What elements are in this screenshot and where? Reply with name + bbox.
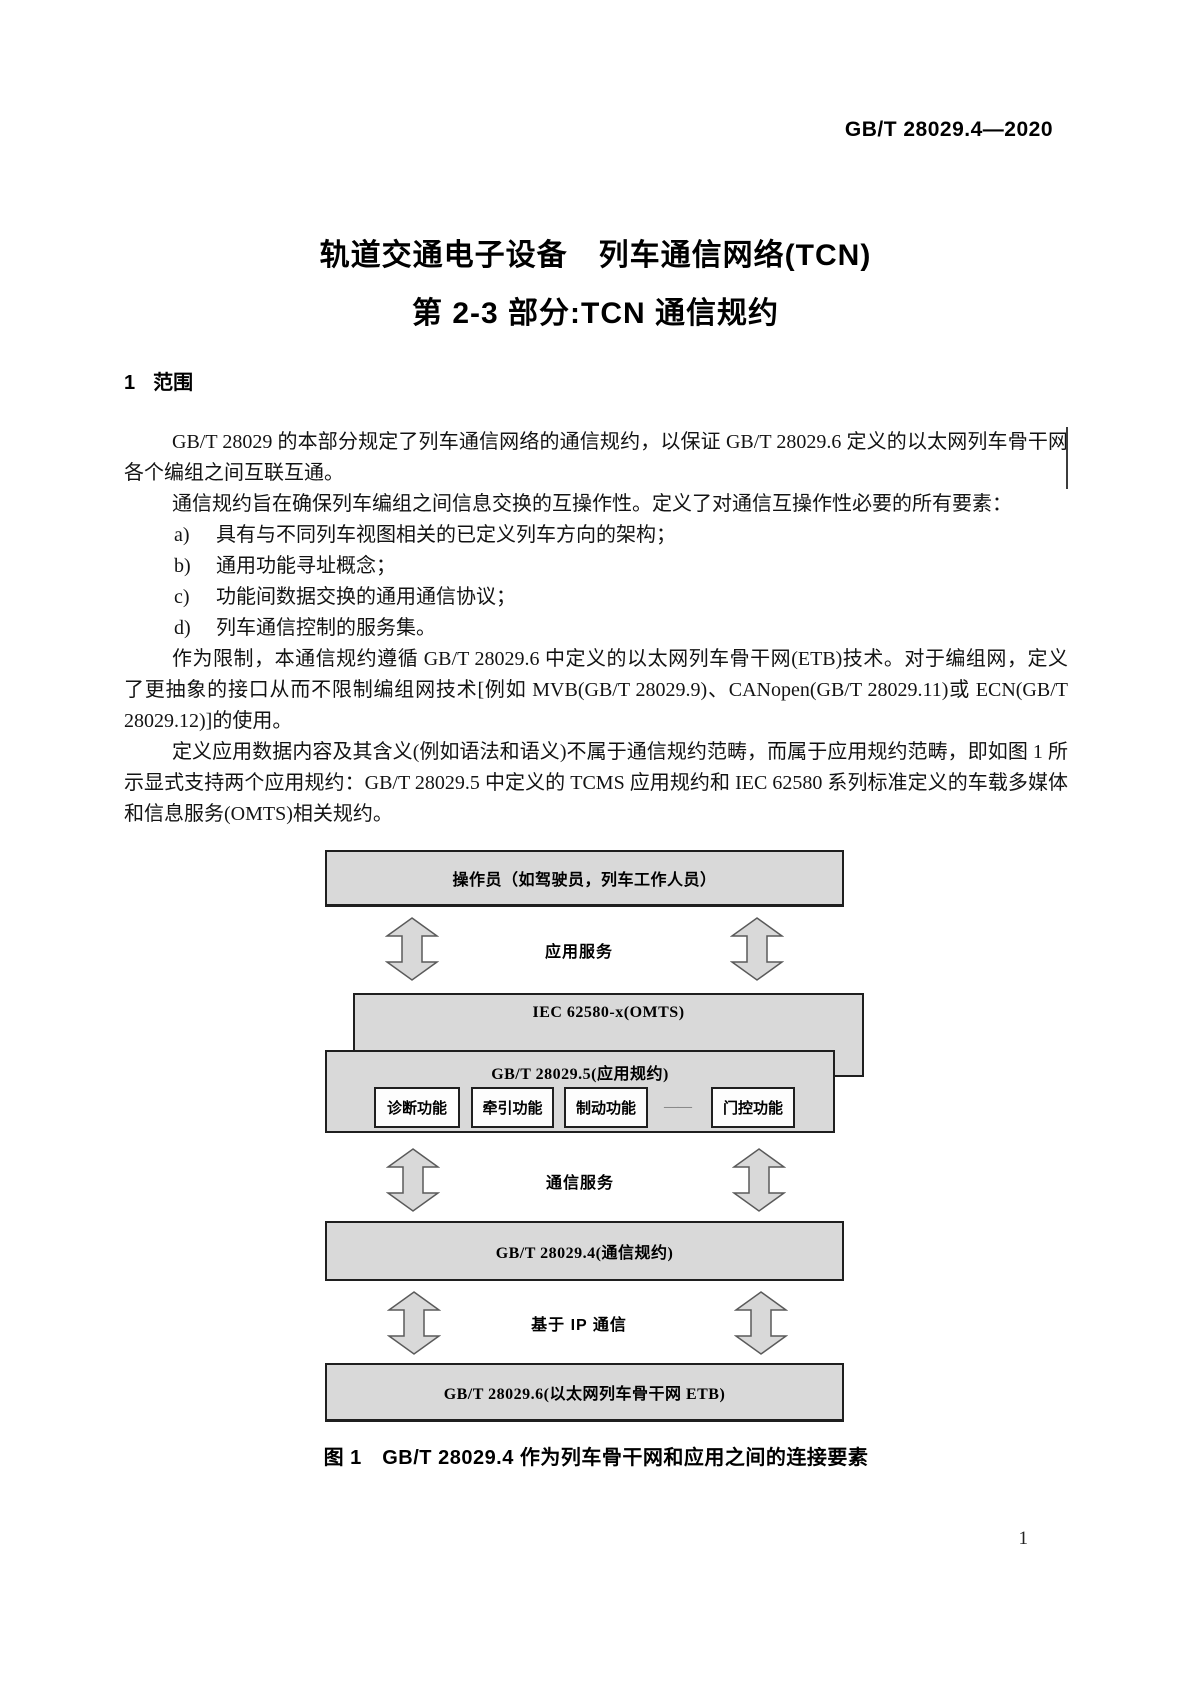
list-marker: c) — [174, 586, 190, 608]
paragraph-1: GB/T 28029 的本部分规定了列车通信网络的通信规约，以保证 GB/T 2… — [124, 431, 1068, 484]
double-arrow-icon — [385, 917, 439, 981]
operator-box: 操作员（如驾驶员，列车工作人员） — [325, 850, 844, 907]
title-line-1: 轨道交通电子设备 列车通信网络(TCN) — [319, 239, 872, 272]
paragraph-4: 定义应用数据内容及其含义(例如语法和语义)不属于通信规约范畴，而属于应用规约范畴… — [124, 741, 1068, 825]
margin-change-bar — [1066, 427, 1068, 489]
diagnostic-function-box: 诊断功能 — [374, 1087, 460, 1128]
door-function-box: 门控功能 — [711, 1087, 795, 1128]
double-arrow-icon — [387, 1291, 441, 1355]
application-service-label: 应用服务 — [544, 944, 613, 961]
list-text: 具有与不同列车视图相关的已定义列车方向的架构； — [216, 524, 676, 546]
section-title: 范围 — [153, 372, 194, 394]
list-text: 通用功能寻址概念； — [216, 555, 396, 577]
list-item-c: c) 功能间数据交换的通用通信协议； — [124, 582, 1068, 613]
double-arrow-icon — [386, 1148, 440, 1212]
page-number: 1 — [1018, 1528, 1029, 1549]
communication-service-label: 通信服务 — [545, 1175, 614, 1192]
double-arrow-icon — [730, 917, 784, 981]
list-marker: d) — [174, 617, 191, 639]
ip-communication-label: 基于 IP 通信 — [531, 1317, 627, 1334]
brake-function-box: 制动功能 — [564, 1087, 648, 1128]
body-text: GB/T 28029 的本部分规定了列车通信网络的通信规约，以保证 GB/T 2… — [124, 427, 1068, 830]
list-text: 功能间数据交换的通用通信协议； — [216, 586, 516, 608]
section-number: 1 — [124, 372, 136, 394]
list-text: 列车通信控制的服务集。 — [216, 617, 436, 639]
list-item-b: b) 通用功能寻址概念； — [124, 551, 1068, 582]
double-arrow-icon — [734, 1291, 788, 1355]
paragraph-2: 通信规约旨在确保列车编组之间信息交换的互操作性。定义了对通信互操作性必要的所有要… — [172, 493, 1012, 515]
document-title: 轨道交通电子设备 列车通信网络(TCN) 第 2-3 部分:TCN 通信规约 — [0, 236, 1191, 334]
document-number: GB/T 28029.4—2020 — [844, 118, 1053, 141]
paragraph-3: 作为限制，本通信规约遵循 GB/T 28029.6 中定义的以太网列车骨干网(E… — [124, 648, 1068, 732]
figure-1-diagram: 操作员（如驾驶员，列车工作人员） 应用服务 IEC 62580-x(OMTS) … — [124, 845, 1068, 1427]
gb28029-6-box: GB/T 28029.6(以太网列车骨干网 ETB) — [325, 1363, 844, 1422]
list-item-a: a) 具有与不同列车视图相关的已定义列车方向的架构； — [124, 520, 1068, 551]
gb28029-4-box: GB/T 28029.4(通信规约) — [325, 1221, 844, 1281]
double-arrow-icon — [732, 1148, 786, 1212]
figure-caption: 图 1 GB/T 28029.4 作为列车骨干网和应用之间的连接要素 — [323, 1447, 869, 1469]
list-marker: a) — [174, 524, 190, 546]
list-marker: b) — [174, 555, 191, 577]
list-item-d: d) 列车通信控制的服务集。 — [124, 613, 1068, 644]
title-line-2: 第 2-3 部分:TCN 通信规约 — [411, 297, 779, 330]
ellipsis-dash: —— — [664, 1099, 692, 1115]
traction-function-box: 牵引功能 — [471, 1087, 554, 1128]
section-heading: 1 范围 — [124, 366, 193, 395]
